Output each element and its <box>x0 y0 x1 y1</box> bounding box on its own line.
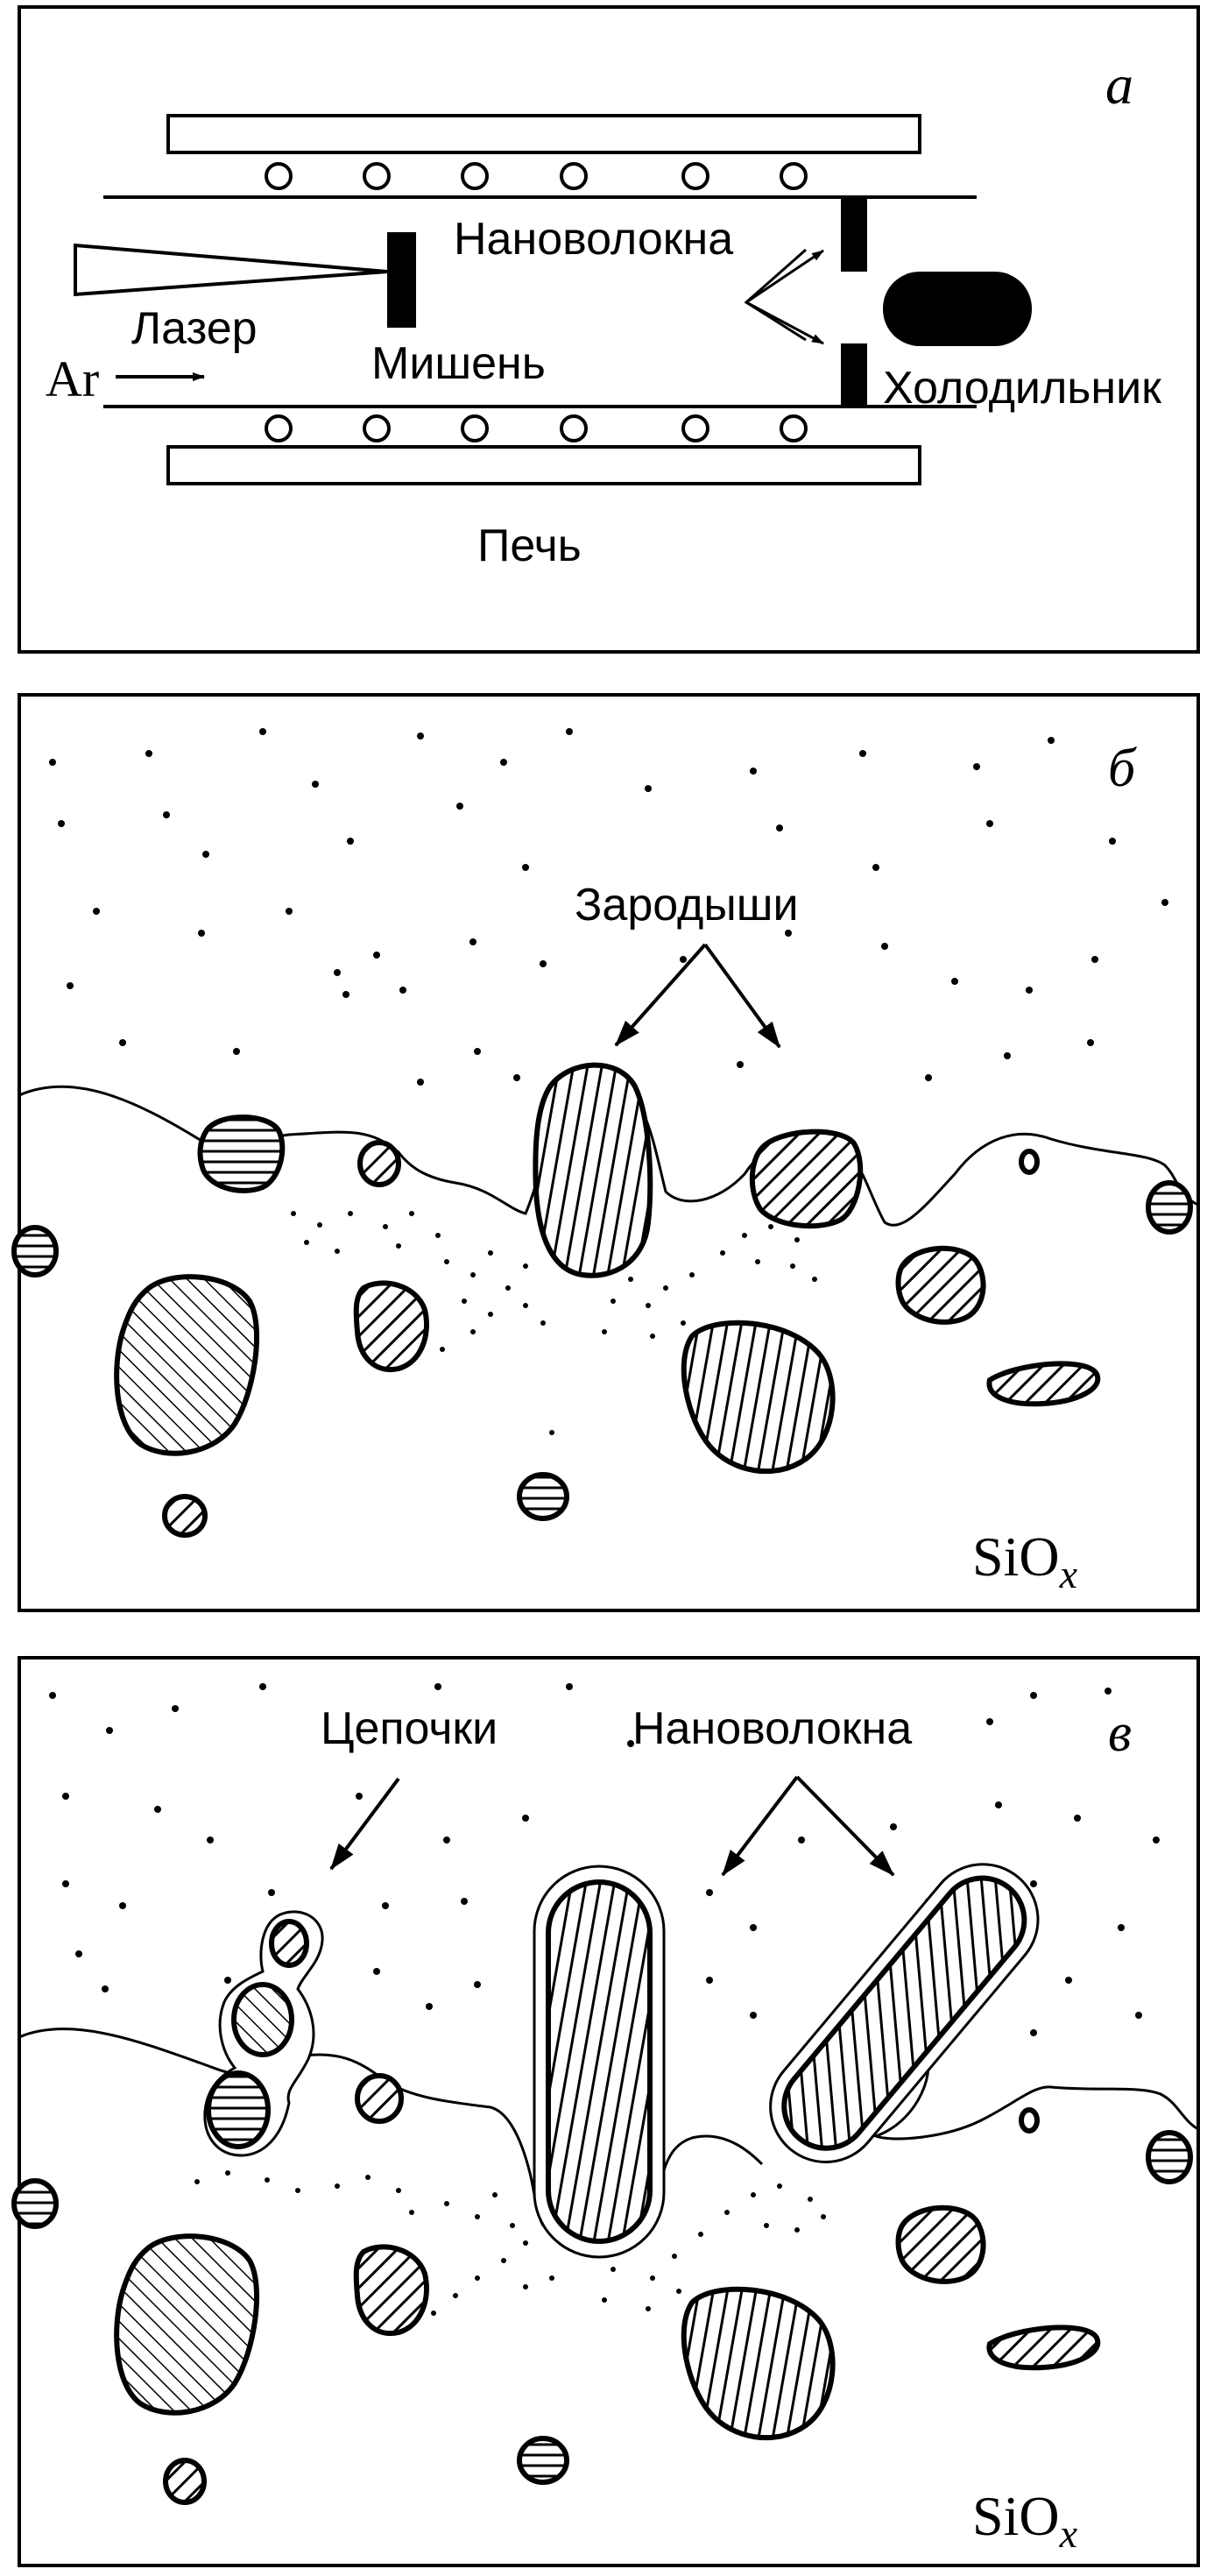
furnace-bottom-wall <box>166 445 921 485</box>
nanofiber-arrow-down <box>745 301 824 345</box>
furnace-tube <box>103 114 977 485</box>
particle-large-left <box>114 2233 260 2416</box>
particle-small-bottom-left <box>163 2458 207 2505</box>
panel-a: а На <box>18 5 1200 654</box>
particle-ring-tiny <box>1019 2107 1040 2134</box>
panel-b-letter: б <box>1108 739 1137 798</box>
particle-mid-left <box>353 2244 429 2337</box>
heating-coils-top <box>265 162 808 190</box>
collector-upper <box>841 197 867 272</box>
label-target: Мишень <box>371 338 546 389</box>
laser-beam-icon <box>74 243 388 297</box>
particle-chain <box>203 1910 324 2157</box>
coil <box>681 414 709 442</box>
material-base: SiO <box>972 1525 1060 1588</box>
label-cooler: Холодильник <box>883 363 1161 414</box>
nuclei-arrow-right <box>703 943 781 1049</box>
substrate-surface-line <box>18 1084 1199 1227</box>
particle-mid-left <box>353 1280 429 1373</box>
vapor-dots <box>49 728 1168 1435</box>
label-material-b: SiOx <box>972 1525 1078 1596</box>
particle-mid-right <box>895 1245 986 1325</box>
label-nanofibers-c: Нановолокна <box>632 1703 912 1754</box>
particle-left-surface <box>197 1115 286 1193</box>
particle-large-bottom-center <box>681 1320 836 1475</box>
particle-mid-right <box>895 2204 986 2284</box>
target-block <box>387 232 416 328</box>
particle-flat-right <box>986 2325 1101 2371</box>
particle-right-edge <box>1146 2130 1193 2184</box>
chain-particle-bottom <box>206 2070 271 2149</box>
chain-particle-top <box>269 1919 309 1968</box>
nucleus-large-center <box>533 1062 653 1278</box>
particle-small-surface <box>355 2073 404 2124</box>
coil <box>363 414 391 442</box>
coil <box>681 162 709 190</box>
coil <box>265 162 293 190</box>
nanofibers-arrow-right <box>795 1775 895 1877</box>
particle-left-edge <box>11 2178 59 2229</box>
nanofibers-arrow-left <box>721 1775 799 1877</box>
particle-small-bottom-left <box>162 1494 208 1538</box>
panel-c-letter: в <box>1108 1703 1132 1763</box>
coil <box>461 162 489 190</box>
panel-b: б <box>11 693 1200 1612</box>
label-laser: Лазер <box>131 303 258 354</box>
coil <box>560 414 588 442</box>
particle-left-edge <box>11 1225 59 1277</box>
particle-small-surface <box>357 1140 401 1187</box>
coil <box>780 162 808 190</box>
nanofibers-c <box>533 1863 1040 2259</box>
substrate-particles <box>11 2073 1193 2505</box>
particle-large-bottom-center <box>681 2286 836 2441</box>
cooler-block <box>883 272 1032 346</box>
chain-particle-middle <box>231 1982 294 2057</box>
substrate-dots <box>291 1211 817 1352</box>
particle-small-bottom-center <box>517 2436 569 2485</box>
particle-large-left <box>114 1274 260 1456</box>
coil <box>265 414 293 442</box>
label-material-c: SiOx <box>972 2485 1078 2556</box>
nuclei-arrow-left <box>614 943 707 1047</box>
coil <box>363 162 391 190</box>
collector-lower <box>841 343 867 407</box>
heating-coils-bottom <box>265 414 808 442</box>
label-nanofibers-a: Нановолокна <box>454 214 733 265</box>
particle-ring-tiny <box>1019 1149 1040 1175</box>
nucleus-right-small <box>749 1129 864 1229</box>
panel-c-frame <box>18 1656 1200 2567</box>
chains-arrow <box>329 1777 400 1871</box>
nuclei-particles <box>11 1062 1193 1538</box>
label-chains: Цепочки <box>321 1703 498 1754</box>
coil <box>461 414 489 442</box>
coil <box>560 162 588 190</box>
label-furnace: Печь <box>477 520 582 571</box>
label-ar: Ar <box>46 350 99 407</box>
panel-b-frame <box>18 693 1200 1612</box>
nanofiber-arrow-up <box>745 249 824 304</box>
nanofiber-vertical-core <box>546 1879 653 2244</box>
material-sub: x <box>1059 2511 1078 2556</box>
particle-right-edge <box>1146 1180 1193 1235</box>
particle-flat-right <box>986 1361 1101 1407</box>
panel-c: в <box>11 1656 1200 2567</box>
material-base: SiO <box>972 2485 1060 2547</box>
particle-small-bottom-center <box>517 1472 569 1521</box>
vapor-dots <box>49 1683 1160 2036</box>
panel-a-letter: а <box>1105 53 1133 116</box>
label-nuclei: Зародыши <box>575 880 799 931</box>
furnace-top-wall <box>166 114 921 154</box>
material-sub: x <box>1059 1552 1078 1596</box>
panel-a-frame <box>18 5 1200 654</box>
coil <box>780 414 808 442</box>
nanofiber-diagonal-core <box>781 1875 1027 2151</box>
